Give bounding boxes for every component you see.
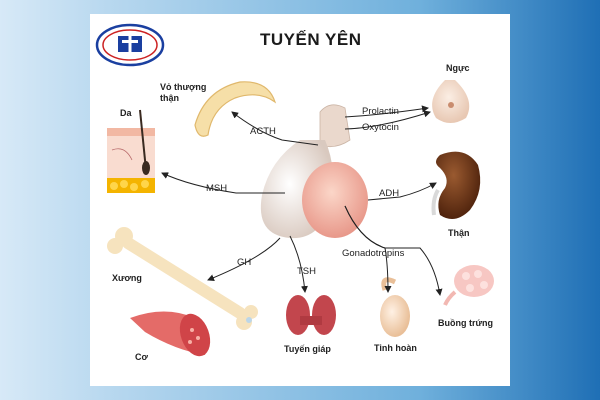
label-gonadotropins: Gonadotropins xyxy=(342,248,405,259)
label-tsh: TSH xyxy=(297,266,316,277)
label-gh: GH xyxy=(237,257,252,268)
label-ovary: Buồng trứng xyxy=(438,318,494,328)
pituitary-posterior xyxy=(302,162,368,238)
label-thyroid: Tuyến giáp xyxy=(284,344,331,354)
testis-illustration xyxy=(380,277,410,337)
arrows xyxy=(161,105,443,296)
label-kidney: Thận xyxy=(448,228,470,238)
breast-illustration xyxy=(432,80,470,123)
label-msh: MSH xyxy=(206,183,228,194)
label-bone: Xương xyxy=(112,273,142,283)
label-skin: Da xyxy=(120,108,132,118)
kidney-illustration xyxy=(436,151,481,219)
bone-illustration xyxy=(107,227,258,330)
thyroid-illustration xyxy=(286,295,336,335)
label-acth: ACTH xyxy=(250,126,276,137)
label-adrenal: Vỏ thượng thận xyxy=(160,82,207,103)
label-oxytocin: Oxytocin xyxy=(362,122,399,133)
breast-nipple xyxy=(448,102,454,108)
muscle-illustration xyxy=(130,311,211,357)
adrenal-cortex-illustration xyxy=(194,81,277,137)
label-adh: ADH xyxy=(379,188,400,199)
label-breast: Ngực xyxy=(446,63,470,73)
label-prolactin: Prolactin xyxy=(362,106,399,117)
label-muscle: Cơ xyxy=(135,352,148,362)
skin-illustration xyxy=(107,109,155,193)
logo-emblem-icon xyxy=(95,23,165,67)
ureter xyxy=(431,188,440,216)
label-testis: Tinh hoàn xyxy=(374,343,417,353)
page-title: TUYẾN YÊN xyxy=(260,30,362,49)
ovary-illustration xyxy=(443,265,494,306)
